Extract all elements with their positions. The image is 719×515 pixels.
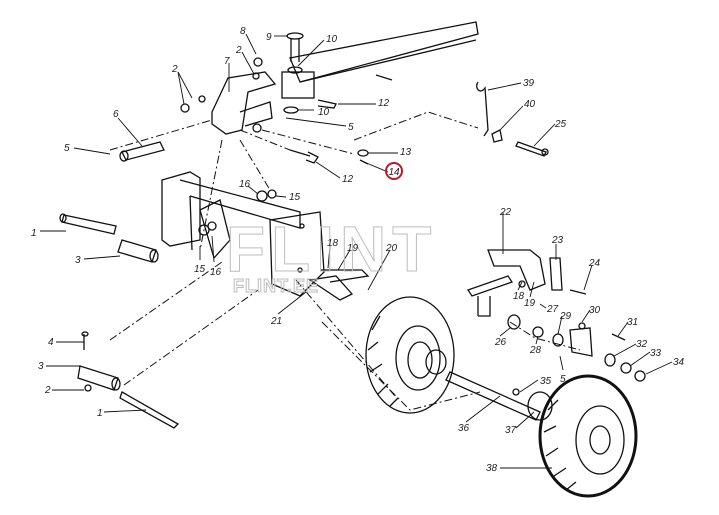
part-label: 15 <box>289 192 301 203</box>
part-label: 18 <box>327 238 339 249</box>
part-label: 40 <box>524 99 536 110</box>
hub-parts <box>507 314 646 382</box>
part-label: 26 <box>495 337 507 348</box>
part-label: 1 <box>31 228 37 239</box>
part-label: 10 <box>326 34 338 45</box>
part-label: 12 <box>342 174 354 185</box>
axle-bracket-21 <box>308 269 370 301</box>
part-label: 22 <box>500 207 512 218</box>
part-label: 1 <box>97 408 103 419</box>
part-label: 32 <box>636 339 648 350</box>
watermark-url: FLINT.EE <box>232 276 320 297</box>
part-label: 19 <box>524 298 536 309</box>
part-label: 3 <box>75 255 81 266</box>
part-label: 2 <box>172 64 178 75</box>
part-label: 16 <box>210 267 222 278</box>
part-label: 18 <box>513 291 525 302</box>
part-label: 4 <box>48 337 54 348</box>
part-label: 13 <box>400 147 412 158</box>
part-label: 28 <box>530 345 542 356</box>
nut-35 <box>512 388 520 396</box>
part-label: 38 <box>486 463 498 474</box>
hub-37 <box>527 391 553 421</box>
part-label: 27 <box>547 304 559 315</box>
part-label: 12 <box>378 98 390 109</box>
part-label: 5 <box>348 122 354 133</box>
part-label: 35 <box>540 376 552 387</box>
part-label: 36 <box>458 423 470 434</box>
part-label: 2 <box>236 45 242 56</box>
part-label: 23 <box>552 235 564 246</box>
part-label: 37 <box>505 425 517 436</box>
part-label-highlighted: 14 <box>385 162 403 180</box>
part-label: 16 <box>239 179 251 190</box>
part-label: 20 <box>386 243 398 254</box>
bolt-12 <box>289 149 319 164</box>
part-label: 3 <box>38 361 44 372</box>
wheel-left <box>365 296 455 414</box>
pin <box>283 32 304 114</box>
wheel-right <box>538 374 638 498</box>
bolt-12b <box>317 99 337 109</box>
part-label: 21 <box>271 316 283 327</box>
part-label: 5 <box>64 143 70 154</box>
washer-13 <box>357 149 369 157</box>
pin-assembly-bottom <box>77 331 180 429</box>
part-label: 6 <box>113 109 119 120</box>
axle-shaft <box>445 371 541 421</box>
front-frame <box>161 171 325 297</box>
part-label: 31 <box>627 317 639 328</box>
steering-bracket <box>466 249 587 317</box>
part-label: 15 <box>194 264 206 275</box>
watermark-logo: FLINT <box>225 213 438 286</box>
leader-lines <box>40 33 673 469</box>
part-label: 29 <box>560 311 572 322</box>
hub-left <box>425 349 447 375</box>
part-label: 39 <box>523 78 535 89</box>
part-label: 2 <box>45 385 51 396</box>
drawbar-beam <box>289 21 479 83</box>
part-label: 5 <box>560 374 566 385</box>
hitch-bracket <box>180 57 315 135</box>
part-label: 25 <box>555 119 567 130</box>
part-label: 9 <box>266 32 272 43</box>
part-label: 33 <box>650 348 662 359</box>
pin-assembly-top <box>59 213 159 263</box>
linkage-rod <box>476 81 549 157</box>
part-label: 30 <box>589 305 601 316</box>
pin-6 <box>119 141 165 162</box>
part-label: 8 <box>240 26 246 37</box>
part-label: 10 <box>318 107 330 118</box>
construction-lines <box>109 111 581 411</box>
part-label: 34 <box>673 357 685 368</box>
part-label: 24 <box>589 258 601 269</box>
part-label: 7 <box>224 56 230 67</box>
part-label: 19 <box>347 243 359 254</box>
